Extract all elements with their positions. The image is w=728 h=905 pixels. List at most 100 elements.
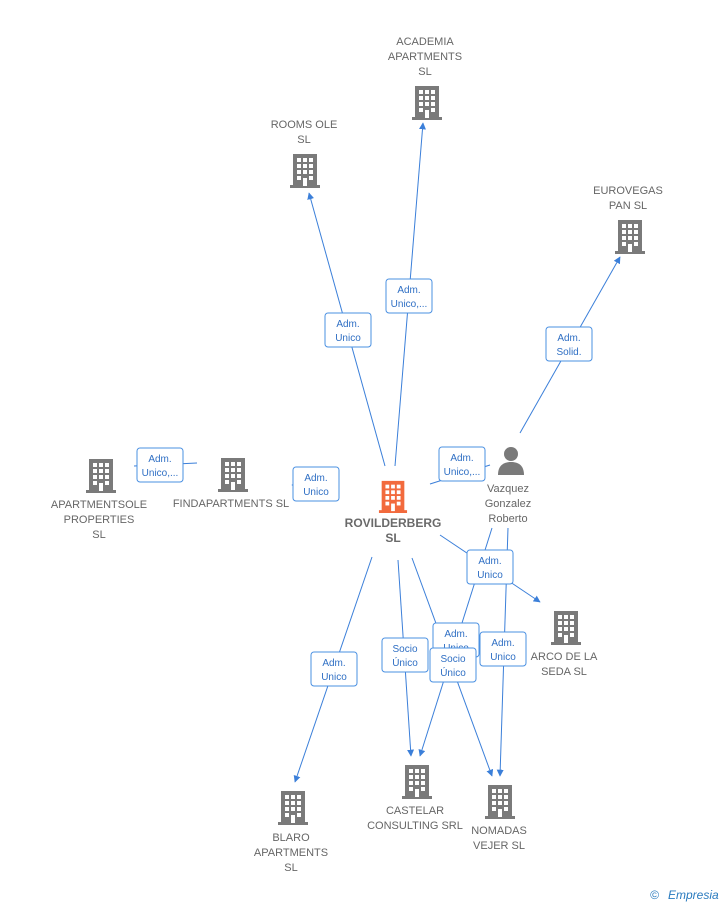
edge-label-box[interactable] <box>466 549 514 585</box>
edge-label-box[interactable] <box>385 278 433 314</box>
node-label: ARCO DE LA <box>531 651 598 663</box>
edge-label-text: Unico <box>335 333 361 344</box>
edge-label-text: Único <box>440 666 466 679</box>
edge-label-text: Unico,... <box>444 467 481 478</box>
node-label: CONSULTING SRL <box>367 820 463 832</box>
edge-label-rovilderberg-to-blaro[interactable]: Adm. Unico <box>310 651 358 687</box>
edge-label-text: Adm. <box>491 638 514 649</box>
node-roomsole[interactable]: ROOMS OLE SL <box>271 119 338 188</box>
node-academia[interactable]: ACADEMIA APARTMENTS SL <box>388 36 462 120</box>
edge-label-text: Unico <box>303 487 329 498</box>
node-castelar[interactable]: CASTELAR CONSULTING SRL <box>367 765 463 832</box>
edge-label-text: Adm. <box>304 473 327 484</box>
node-label: SEDA SL <box>541 666 587 678</box>
node-findapartments[interactable]: FINDAPARTMENTS SL <box>173 458 289 510</box>
edge-label-rovilderberg-to-roomsole[interactable]: Adm. Unico <box>324 312 372 348</box>
building-icon[interactable] <box>378 480 408 513</box>
edge-label-box[interactable] <box>381 637 429 673</box>
edge-label-findapartments-to-apartmentsole[interactable]: Adm. Unico,... <box>136 447 184 483</box>
edge-label-text: Solid. <box>556 347 581 358</box>
edge-label-vazquez-to-eurovegas[interactable]: Adm. Solid. <box>545 326 593 362</box>
building-icon[interactable] <box>485 785 515 819</box>
node-label: CASTELAR <box>386 805 444 817</box>
node-label: BLARO <box>272 832 310 844</box>
node-label: APARTMENTSOLE <box>51 499 147 511</box>
edge-label-text: Adm. <box>397 285 420 296</box>
edge-label-text: Unico <box>321 672 347 683</box>
node-arcodelaseda[interactable]: ARCO DE LA SEDA SL <box>531 611 598 678</box>
person-icon[interactable] <box>498 447 524 475</box>
node-label: SL <box>284 862 297 874</box>
node-blaro[interactable]: BLARO APARTMENTS SL <box>254 791 328 874</box>
node-label: ACADEMIA <box>396 36 454 48</box>
edge-label-box[interactable] <box>438 446 486 482</box>
edge-label-rovilderberg-to-arcodelaseda[interactable]: Adm. Unico <box>466 549 514 585</box>
edges-layer <box>133 122 621 783</box>
edge-label-text: Adm. <box>478 556 501 567</box>
edge-label-text: Socio <box>440 654 465 665</box>
edge-label-box[interactable] <box>292 466 340 502</box>
building-icon[interactable] <box>278 791 308 825</box>
edge-label-box[interactable] <box>136 447 184 483</box>
node-label: SL <box>297 134 310 146</box>
edge-labels-layer: Adm.UnicoAdm.Unico,...Adm.Solid.Adm.Unic… <box>136 278 593 687</box>
edge-label-text: Adm. <box>148 454 171 465</box>
node-label: SL <box>385 531 400 545</box>
building-icon[interactable] <box>218 458 248 492</box>
node-label: SL <box>418 66 431 78</box>
node-label: Gonzalez <box>485 498 531 510</box>
node-label: APARTMENTS <box>254 847 328 859</box>
node-label: ROVILDERBERG <box>345 516 442 530</box>
node-apartmentsole[interactable]: APARTMENTSOLE PROPERTIES SL <box>51 459 147 541</box>
edge-label-text: Adm. <box>336 319 359 330</box>
node-label: SL <box>92 529 105 541</box>
node-label: ROOMS OLE <box>271 119 338 131</box>
node-nomadas[interactable]: NOMADAS VEJER SL <box>471 785 527 852</box>
edge-label-text: Adm. <box>322 658 345 669</box>
node-label: EUROVEGAS <box>593 185 663 197</box>
node-label: PROPERTIES <box>64 514 135 526</box>
edge-label-text: Socio <box>392 644 417 655</box>
node-label: APARTMENTS <box>388 51 462 63</box>
edge-label-text: Adm. <box>450 453 473 464</box>
node-eurovegas[interactable]: EUROVEGAS PAN SL <box>593 185 663 254</box>
edge-label-box[interactable] <box>479 631 527 667</box>
edge-label-text: Adm. <box>557 333 580 344</box>
footer-brand: © Empresia <box>650 888 719 902</box>
building-icon[interactable] <box>402 765 432 799</box>
edge-label-vazquez-to-rovilderberg[interactable]: Adm. Unico,... <box>438 446 486 482</box>
node-label: Vazquez <box>487 483 529 495</box>
edge-label-rovilderberg-to-academia[interactable]: Adm. Unico,... <box>385 278 433 314</box>
edge-label-vazquez-to-nomadas[interactable]: Adm. Unico <box>479 631 527 667</box>
edge-label-text: Unico <box>477 570 503 581</box>
node-label: FINDAPARTMENTS SL <box>173 498 289 510</box>
building-icon[interactable] <box>551 611 581 645</box>
building-icon[interactable] <box>615 220 645 254</box>
nodes-layer: ROVILDERBERGSLACADEMIAAPARTMENTSSLROOMS … <box>51 36 663 874</box>
node-label: PAN SL <box>609 200 647 212</box>
edge-label-rovilderberg-to-findapartments[interactable]: Adm. Unico <box>292 466 340 502</box>
node-label: VEJER SL <box>473 840 525 852</box>
edge-label-text: Unico <box>490 652 516 663</box>
node-label: Roberto <box>488 513 527 525</box>
edge-label-text: Unico,... <box>142 468 179 479</box>
edge-label-text: Unico,... <box>391 299 428 310</box>
building-icon[interactable] <box>86 459 116 493</box>
brand-logo: Empresia <box>668 888 719 902</box>
edge-label-text: Único <box>392 656 418 669</box>
edge-label-box[interactable] <box>545 326 593 362</box>
node-label: NOMADAS <box>471 825 527 837</box>
edge-label-box[interactable] <box>324 312 372 348</box>
building-icon[interactable] <box>412 86 442 120</box>
edge-label-text: Adm. <box>444 629 467 640</box>
edge-label-box[interactable] <box>310 651 358 687</box>
building-icon[interactable] <box>290 154 320 188</box>
copyright-symbol: © <box>650 888 659 902</box>
edge-label-box[interactable] <box>429 647 477 683</box>
